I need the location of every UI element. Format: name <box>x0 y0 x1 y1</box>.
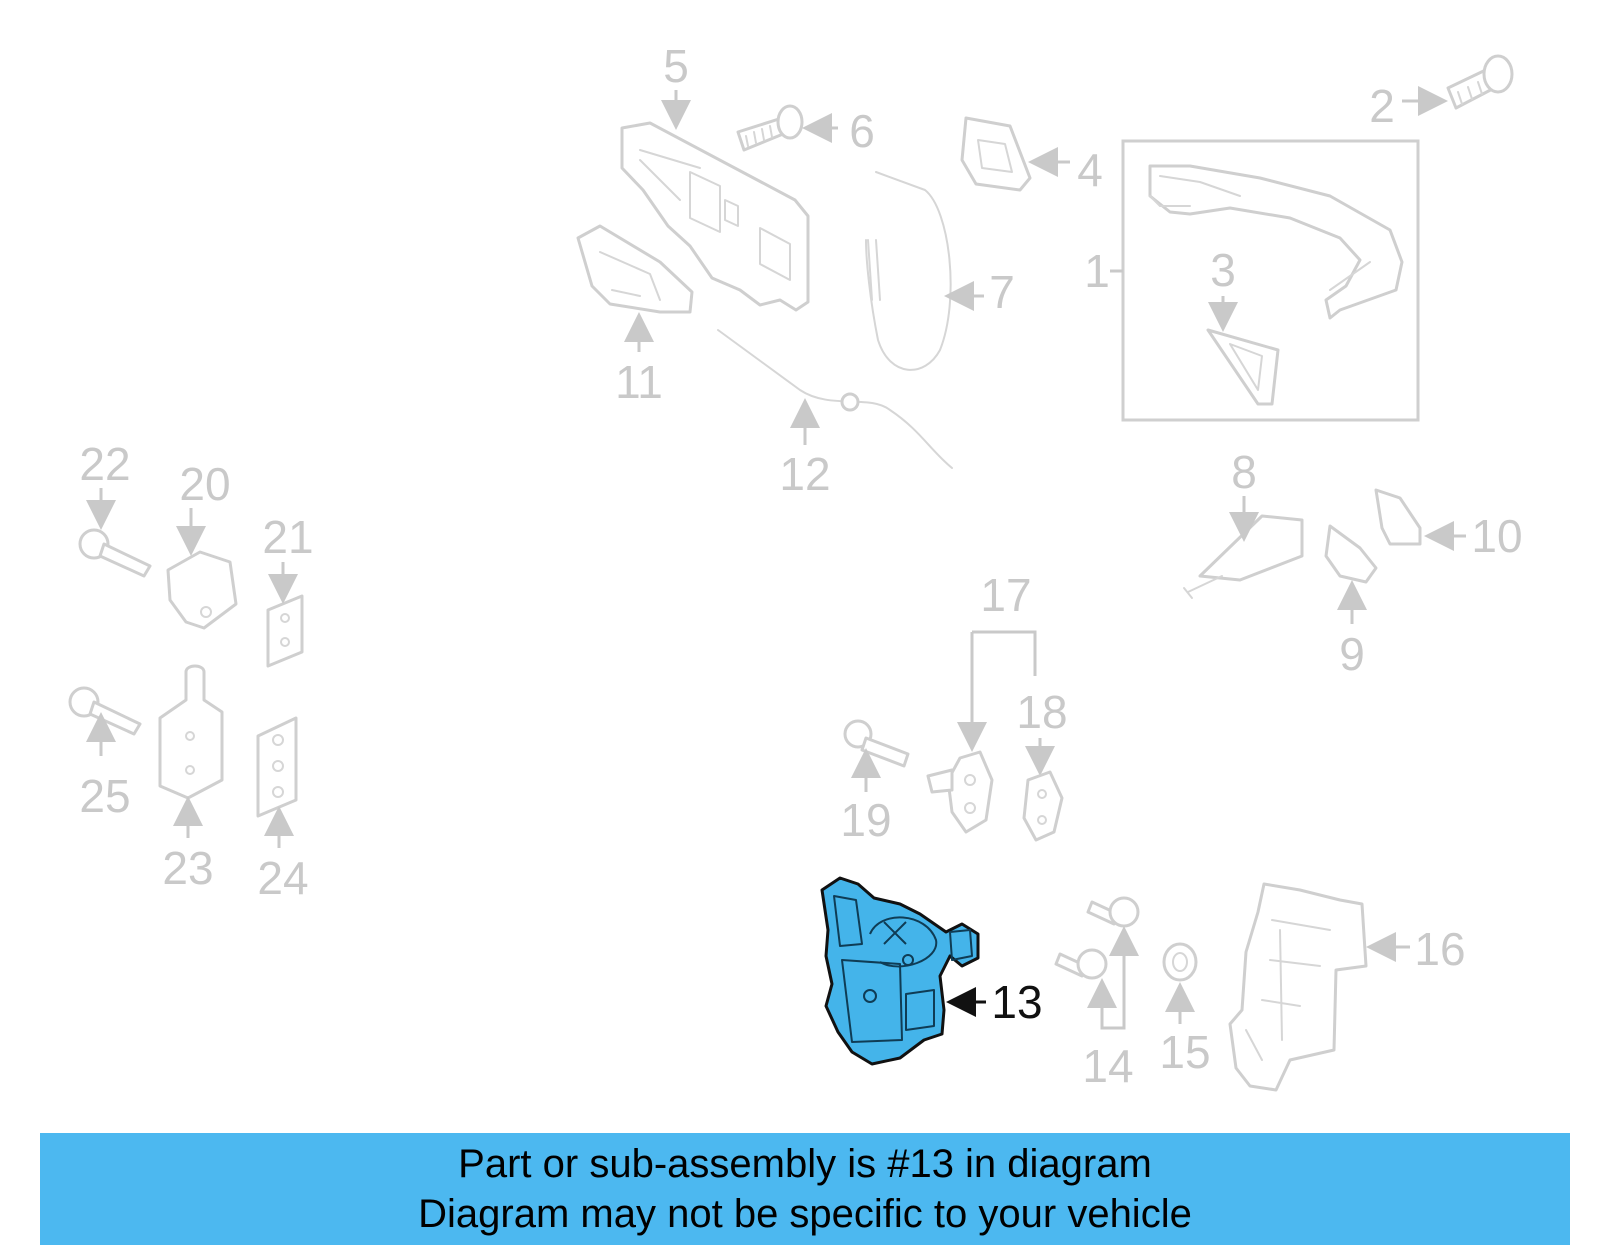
part-2-screw <box>1446 54 1514 110</box>
caption-line-2: Diagram may not be specific to your vehi… <box>418 1192 1192 1236</box>
callout-9: 9 <box>1339 628 1365 680</box>
callout-12: 12 <box>779 448 830 500</box>
part-6-bolt <box>736 104 804 152</box>
part-24-shim <box>256 716 298 818</box>
callout-16: 16 <box>1414 923 1465 975</box>
part-19-screw <box>843 719 910 768</box>
callout-8: 8 <box>1231 446 1257 498</box>
callout-24: 24 <box>257 852 308 904</box>
callout-7: 7 <box>989 266 1015 318</box>
caption-bar: Part or sub-assembly is #13 in diagram D… <box>40 1133 1570 1245</box>
part-12-cable <box>717 329 953 469</box>
part-11-inside-handle <box>576 224 694 314</box>
part-1-outer-handle <box>1148 164 1404 320</box>
callout-3: 3 <box>1210 244 1236 296</box>
callout-17: 17 <box>980 569 1031 621</box>
callout-21: 21 <box>262 511 313 563</box>
part-13-door-latch <box>820 876 980 1066</box>
part-1-assembly-box <box>1121 139 1420 422</box>
part-22-bolt <box>78 528 152 578</box>
callout-13: 13 <box>991 976 1042 1028</box>
part-7-cable <box>865 171 952 371</box>
part-5-handle-bracket <box>620 121 810 312</box>
callout-22: 22 <box>79 438 130 490</box>
part-4-gasket <box>960 116 1032 192</box>
callout-19: 19 <box>840 794 891 846</box>
part-15-plug <box>1162 942 1198 982</box>
part-16-latch-cover <box>1228 882 1368 1092</box>
callout-18: 18 <box>1016 686 1067 738</box>
callout-5: 5 <box>663 40 689 92</box>
part-21-shim <box>266 594 304 668</box>
callout-25: 25 <box>79 770 130 822</box>
part-3-cover <box>1206 328 1280 406</box>
part-17-striker <box>926 750 994 834</box>
callout-1: 1 <box>1084 245 1110 297</box>
callout-20: 20 <box>179 458 230 510</box>
callout-2: 2 <box>1369 80 1395 132</box>
part-9-bezel <box>1324 524 1378 584</box>
callout-14: 14 <box>1082 1040 1133 1092</box>
callout-15: 15 <box>1159 1026 1210 1078</box>
part-20-upper-hinge <box>166 550 238 630</box>
callout-4: 4 <box>1077 144 1103 196</box>
part-10-cap <box>1374 488 1422 546</box>
callout-10: 10 <box>1471 510 1522 562</box>
part-14-screws <box>1054 896 1140 980</box>
callout-23: 23 <box>162 842 213 894</box>
callout-6: 6 <box>849 105 875 157</box>
callout-11: 11 <box>615 356 663 408</box>
part-18-shim <box>1022 770 1064 842</box>
part-23-lower-hinge <box>158 664 224 800</box>
part-25-bolt <box>68 686 142 736</box>
caption-line-1: Part or sub-assembly is #13 in diagram <box>458 1142 1152 1186</box>
